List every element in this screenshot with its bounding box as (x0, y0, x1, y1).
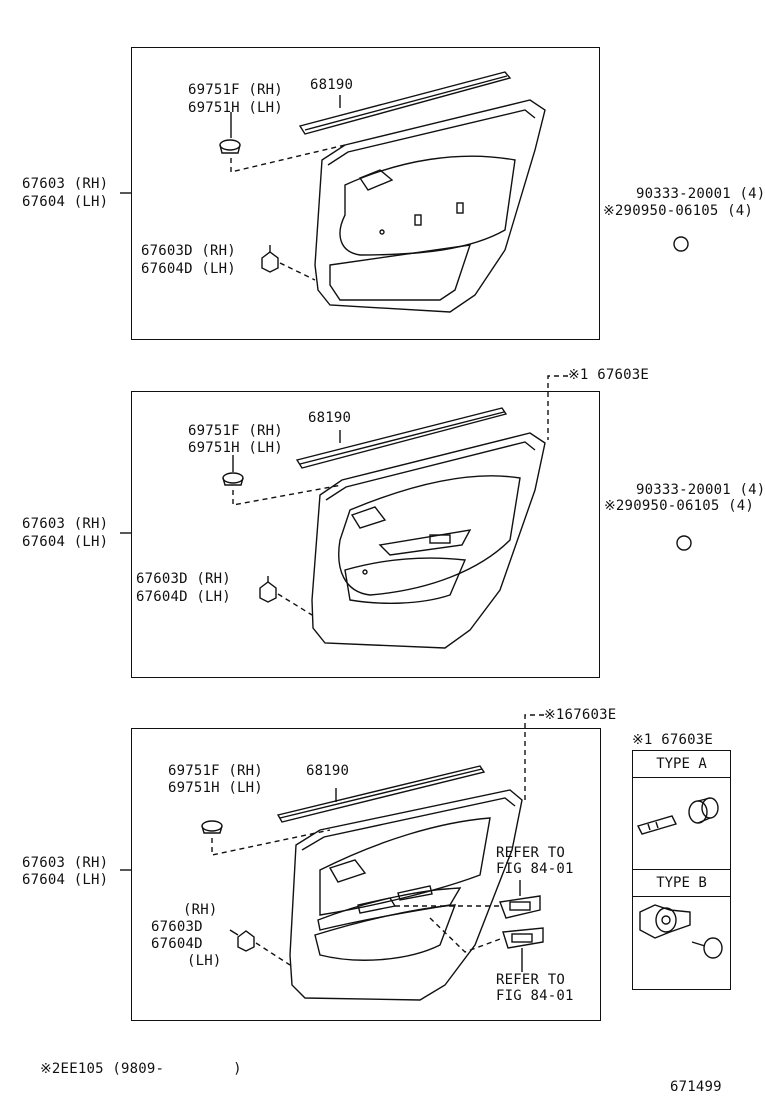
panel-3-frame (131, 728, 601, 1021)
part-label-67604D: 67604D (LH) (136, 589, 231, 605)
screw-90333 (676, 535, 692, 551)
fastener-67603D (229, 929, 255, 952)
part-label-67604: 67604 (LH) (22, 872, 109, 888)
part-label-69751H: 69751H (LH) (188, 440, 283, 456)
part-label-90333: 90333-20001 (4) (636, 186, 765, 202)
refer-label-bottom-1: REFER TO (496, 972, 566, 988)
type-b-rivet (691, 937, 723, 959)
type-a-header: TYPE A (633, 751, 730, 778)
type-a-pin (636, 815, 678, 835)
part-label-lh-tag: (LH) (187, 953, 222, 969)
fastener-67603D (259, 576, 277, 603)
refer-label-top-1: REFER TO (496, 845, 566, 861)
panel-1-frame (131, 47, 600, 340)
weatherstrip-68190 (298, 71, 512, 135)
panel-2-frame (131, 391, 600, 678)
screw-90333 (673, 236, 689, 252)
door-trim-panel-67603 (314, 99, 546, 313)
part-label-90950: ※290950-06105 (4) (603, 203, 753, 219)
part-label-68190: 68190 (306, 763, 350, 779)
part-label-67603: 67603 (RH) (22, 516, 109, 532)
switch-bezel-upper (499, 880, 541, 919)
part-label-69751F: 69751F (RH) (188, 423, 283, 439)
part-label-67603D: 67603D (RH) (136, 571, 231, 587)
weatherstrip-68190 (276, 765, 486, 823)
fastener-67603D (261, 245, 279, 273)
clip-69751 (201, 820, 223, 834)
callout-67603E: ※1 67603E (568, 367, 649, 383)
part-label-69751F: 69751F (RH) (168, 763, 263, 779)
diagram-number: 671499 (670, 1079, 722, 1095)
part-label-67603: 67603 (RH) (22, 176, 109, 192)
door-trim-panel-67603 (289, 789, 523, 1001)
type-b-clip (639, 904, 691, 939)
part-label-67604D: 67604D (151, 936, 203, 952)
part-label-68190: 68190 (308, 410, 352, 426)
part-label-69751F: 69751F (RH) (188, 82, 283, 98)
part-label-67604D: 67604D (LH) (141, 261, 236, 277)
weatherstrip-68190 (295, 407, 508, 469)
switch-bezel-lower (502, 927, 544, 972)
part-label-rh-tag: (RH) (183, 902, 218, 918)
clip-69751 (222, 455, 244, 486)
callout-67603E: ※167603E (544, 707, 617, 723)
part-label-67603D: 67603D (RH) (141, 243, 236, 259)
part-label-68190: 68190 (310, 77, 354, 93)
door-trim-panel-67603 (311, 432, 546, 649)
refer-label-top-2: FIG 84-01 (496, 861, 574, 877)
part-label-67603: 67603 (RH) (22, 855, 109, 871)
part-label-90950: ※290950-06105 (4) (604, 498, 754, 514)
refer-label-bottom-2: FIG 84-01 (496, 988, 574, 1004)
clip-69751 (219, 112, 241, 154)
part-label-67604: 67604 (LH) (22, 194, 109, 210)
type-legend-header: ※1 67603E (632, 732, 713, 748)
type-legend-frame: TYPE A TYPE B (632, 750, 731, 990)
type-a-grommet (688, 797, 719, 824)
part-label-67603D: 67603D (151, 919, 203, 935)
type-b-header: TYPE B (633, 869, 730, 897)
part-label-90333: 90333-20001 (4) (636, 482, 765, 498)
footnote: ※2EE105 (9809- ) (40, 1061, 242, 1077)
part-label-67604: 67604 (LH) (22, 534, 109, 550)
part-label-69751H: 69751H (LH) (168, 780, 263, 796)
part-label-69751H: 69751H (LH) (188, 100, 283, 116)
